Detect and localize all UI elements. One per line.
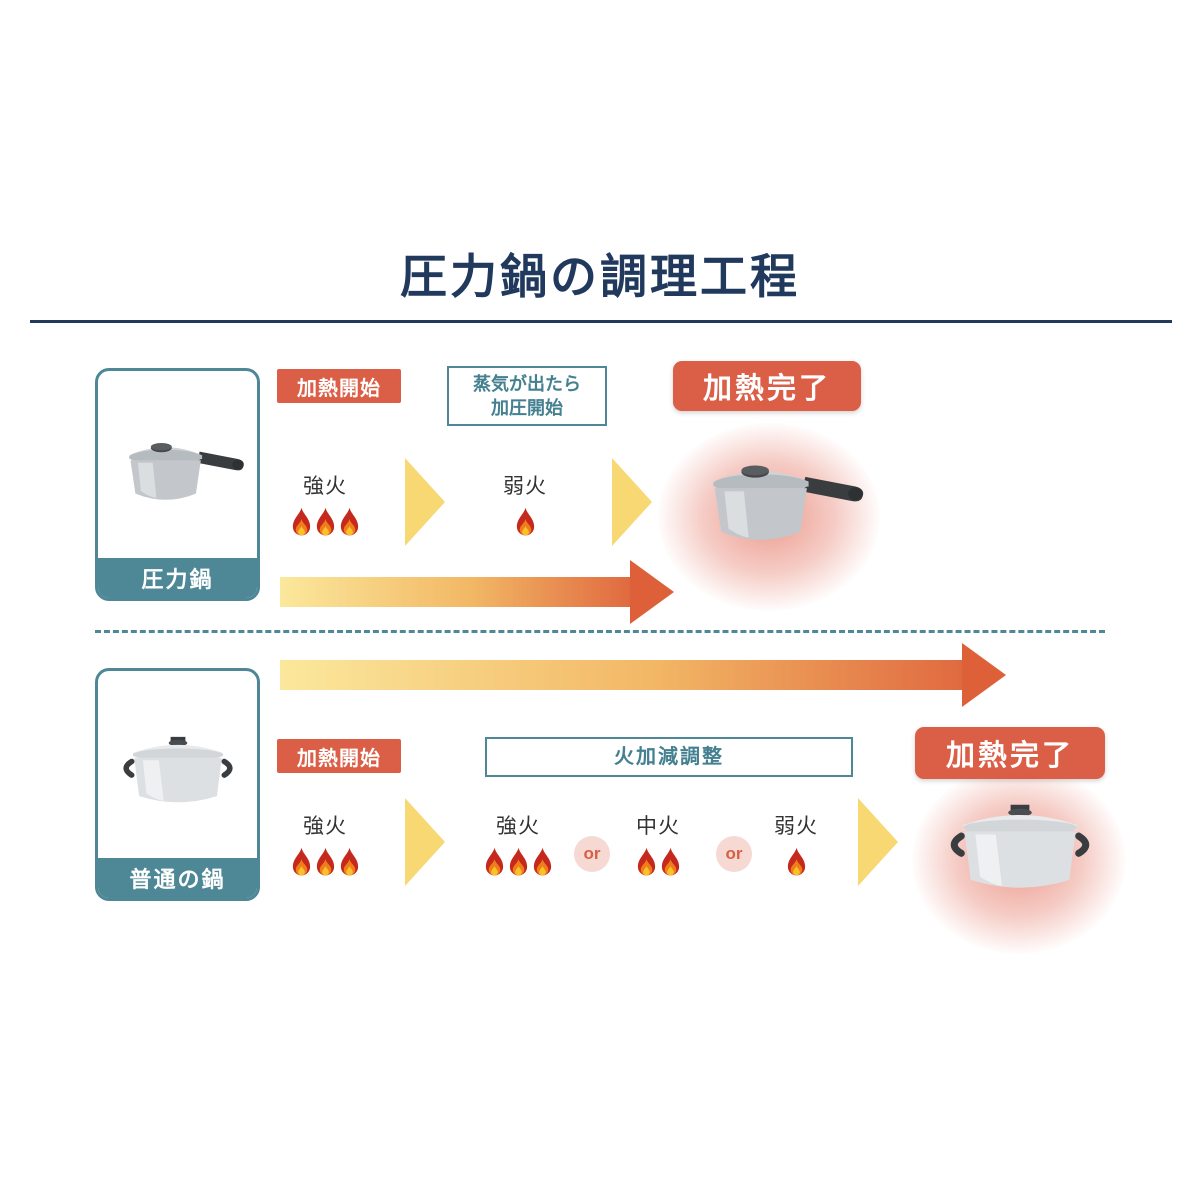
time-arrow-head-normal (962, 643, 1006, 707)
flame-icon (787, 847, 805, 876)
or-badge: or (574, 836, 610, 872)
normal-pot-illustration (122, 737, 233, 803)
row-divider (95, 630, 1105, 633)
steam-note-box: 蒸気が出たら 加圧開始 (447, 366, 607, 426)
page-title: 圧力鍋の調理工程 (400, 250, 800, 303)
flame-icon (316, 847, 334, 876)
pressure-cooker-illustration (128, 443, 244, 500)
heating-start-badge-pressure: 加熱開始 (277, 369, 401, 403)
time-arrow-shaft-normal (280, 660, 962, 690)
pressure-cooker-label: 圧力鍋 (98, 558, 257, 598)
flame-row (478, 846, 558, 880)
flame-row (618, 846, 698, 880)
heating-start-badge-normal: 加熱開始 (277, 739, 401, 773)
pressure-cooker-icon (98, 371, 257, 558)
normal-pot-icon (98, 671, 257, 858)
flame-icon (637, 847, 655, 876)
step-label: 強火 (303, 815, 347, 838)
flame-icon (292, 507, 310, 536)
flame-icon (485, 847, 503, 876)
flame-icon (340, 507, 358, 536)
step-label: 強火 (303, 475, 347, 498)
steam-note-line1: 蒸気が出たら (473, 373, 581, 394)
flame-row (285, 846, 365, 880)
pressure-cooker-panel: 圧力鍋 (95, 368, 260, 601)
flame-icon (661, 847, 679, 876)
title-divider (30, 320, 1172, 323)
flame-icon (533, 847, 551, 876)
step-label: 強火 (496, 815, 540, 838)
flame-row (285, 506, 365, 540)
normal-pot-panel: 普通の鍋 (95, 668, 260, 901)
flame-row (756, 846, 836, 880)
flame-icon (509, 847, 527, 876)
normal-pot-illustration (950, 804, 1090, 888)
steam-note-line2: 加圧開始 (491, 398, 563, 418)
step-label: 弱火 (774, 815, 818, 838)
step-high-heat-normal: 強火 (285, 810, 365, 880)
arrow-right-icon (612, 458, 652, 546)
option-high-heat: 強火 (478, 810, 558, 880)
flame-icon (516, 507, 534, 536)
step-label: 弱火 (503, 475, 547, 498)
pressure-cooker-illustration (713, 465, 864, 540)
heating-done-badge-pressure: 加熱完了 (673, 361, 861, 411)
normal-pot-final-icon (930, 786, 1110, 903)
flame-icon (316, 507, 334, 536)
arrow-right-icon (405, 458, 445, 546)
flame-icon (292, 847, 310, 876)
arrow-right-icon (405, 798, 445, 886)
step-label: 中火 (636, 815, 680, 838)
option-low-heat: 弱火 (756, 810, 836, 880)
time-arrow-head-pressure (630, 560, 674, 624)
step-high-heat-pressure: 強火 (285, 470, 365, 540)
arrow-right-icon (858, 798, 898, 886)
or-badge: or (716, 836, 752, 872)
time-arrow-shaft-pressure (280, 577, 630, 607)
option-medium-heat: 中火 (618, 810, 698, 880)
pressure-cooker-final-icon (684, 438, 870, 559)
flame-row (485, 506, 565, 540)
heat-adjust-note-text: 火加減調整 (614, 745, 724, 768)
step-low-heat-pressure: 弱火 (485, 470, 565, 540)
heat-adjust-note-box: 火加減調整 (485, 737, 853, 777)
normal-pot-label: 普通の鍋 (98, 858, 257, 898)
flame-icon (340, 847, 358, 876)
